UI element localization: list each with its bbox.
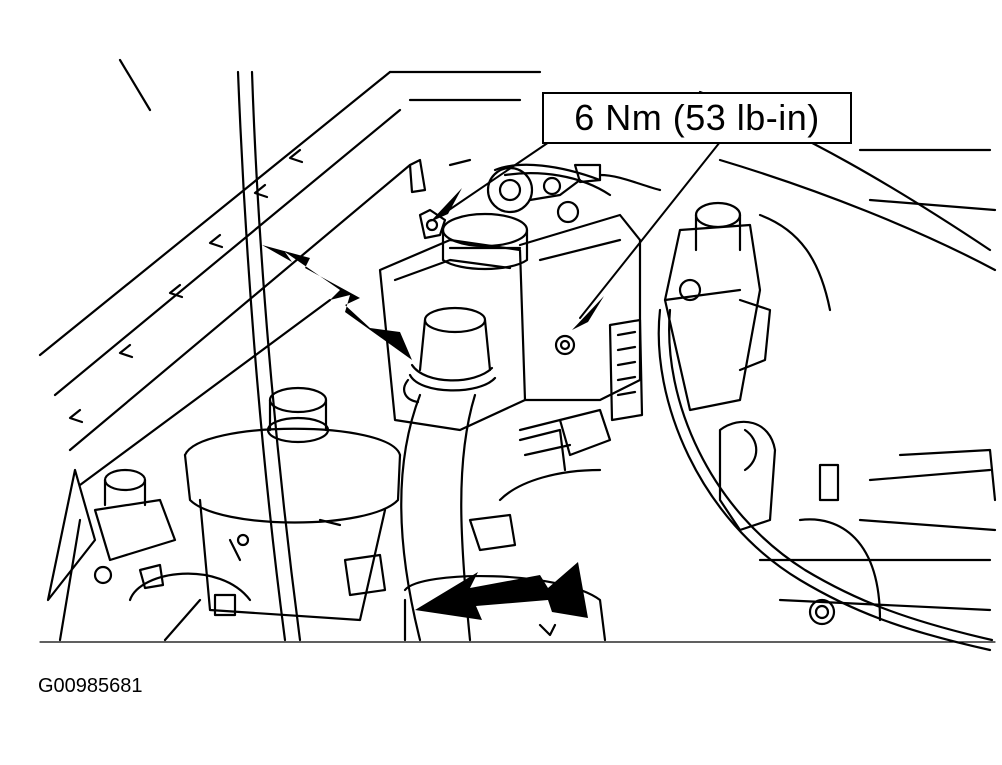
lower-right-components [518,408,997,626]
callout-leader-lines [445,139,721,319]
large-direction-arrows [262,245,588,620]
leader-arrowheads [430,188,604,330]
right-module [608,201,994,652]
lower-left-parts [58,468,252,642]
fender-panel-lines [38,58,542,602]
arrow-to-lower-hose [415,562,588,620]
bottom-hub [403,428,607,642]
leader-arrowhead-upper [430,188,462,222]
coolant-hose [400,306,497,642]
reservoir-assembly [378,158,662,432]
torque-callout-box: 6 Nm (53 lb-in) [542,92,852,144]
leader-arrowhead-lower [572,296,604,330]
arrow-to-hose-clamp [262,245,412,360]
figure-id: G00985681 [38,675,143,697]
vertical-rod [236,70,302,642]
left-canister [183,386,402,622]
torque-spec-label: 6 Nm (53 lb-in) [574,97,820,138]
